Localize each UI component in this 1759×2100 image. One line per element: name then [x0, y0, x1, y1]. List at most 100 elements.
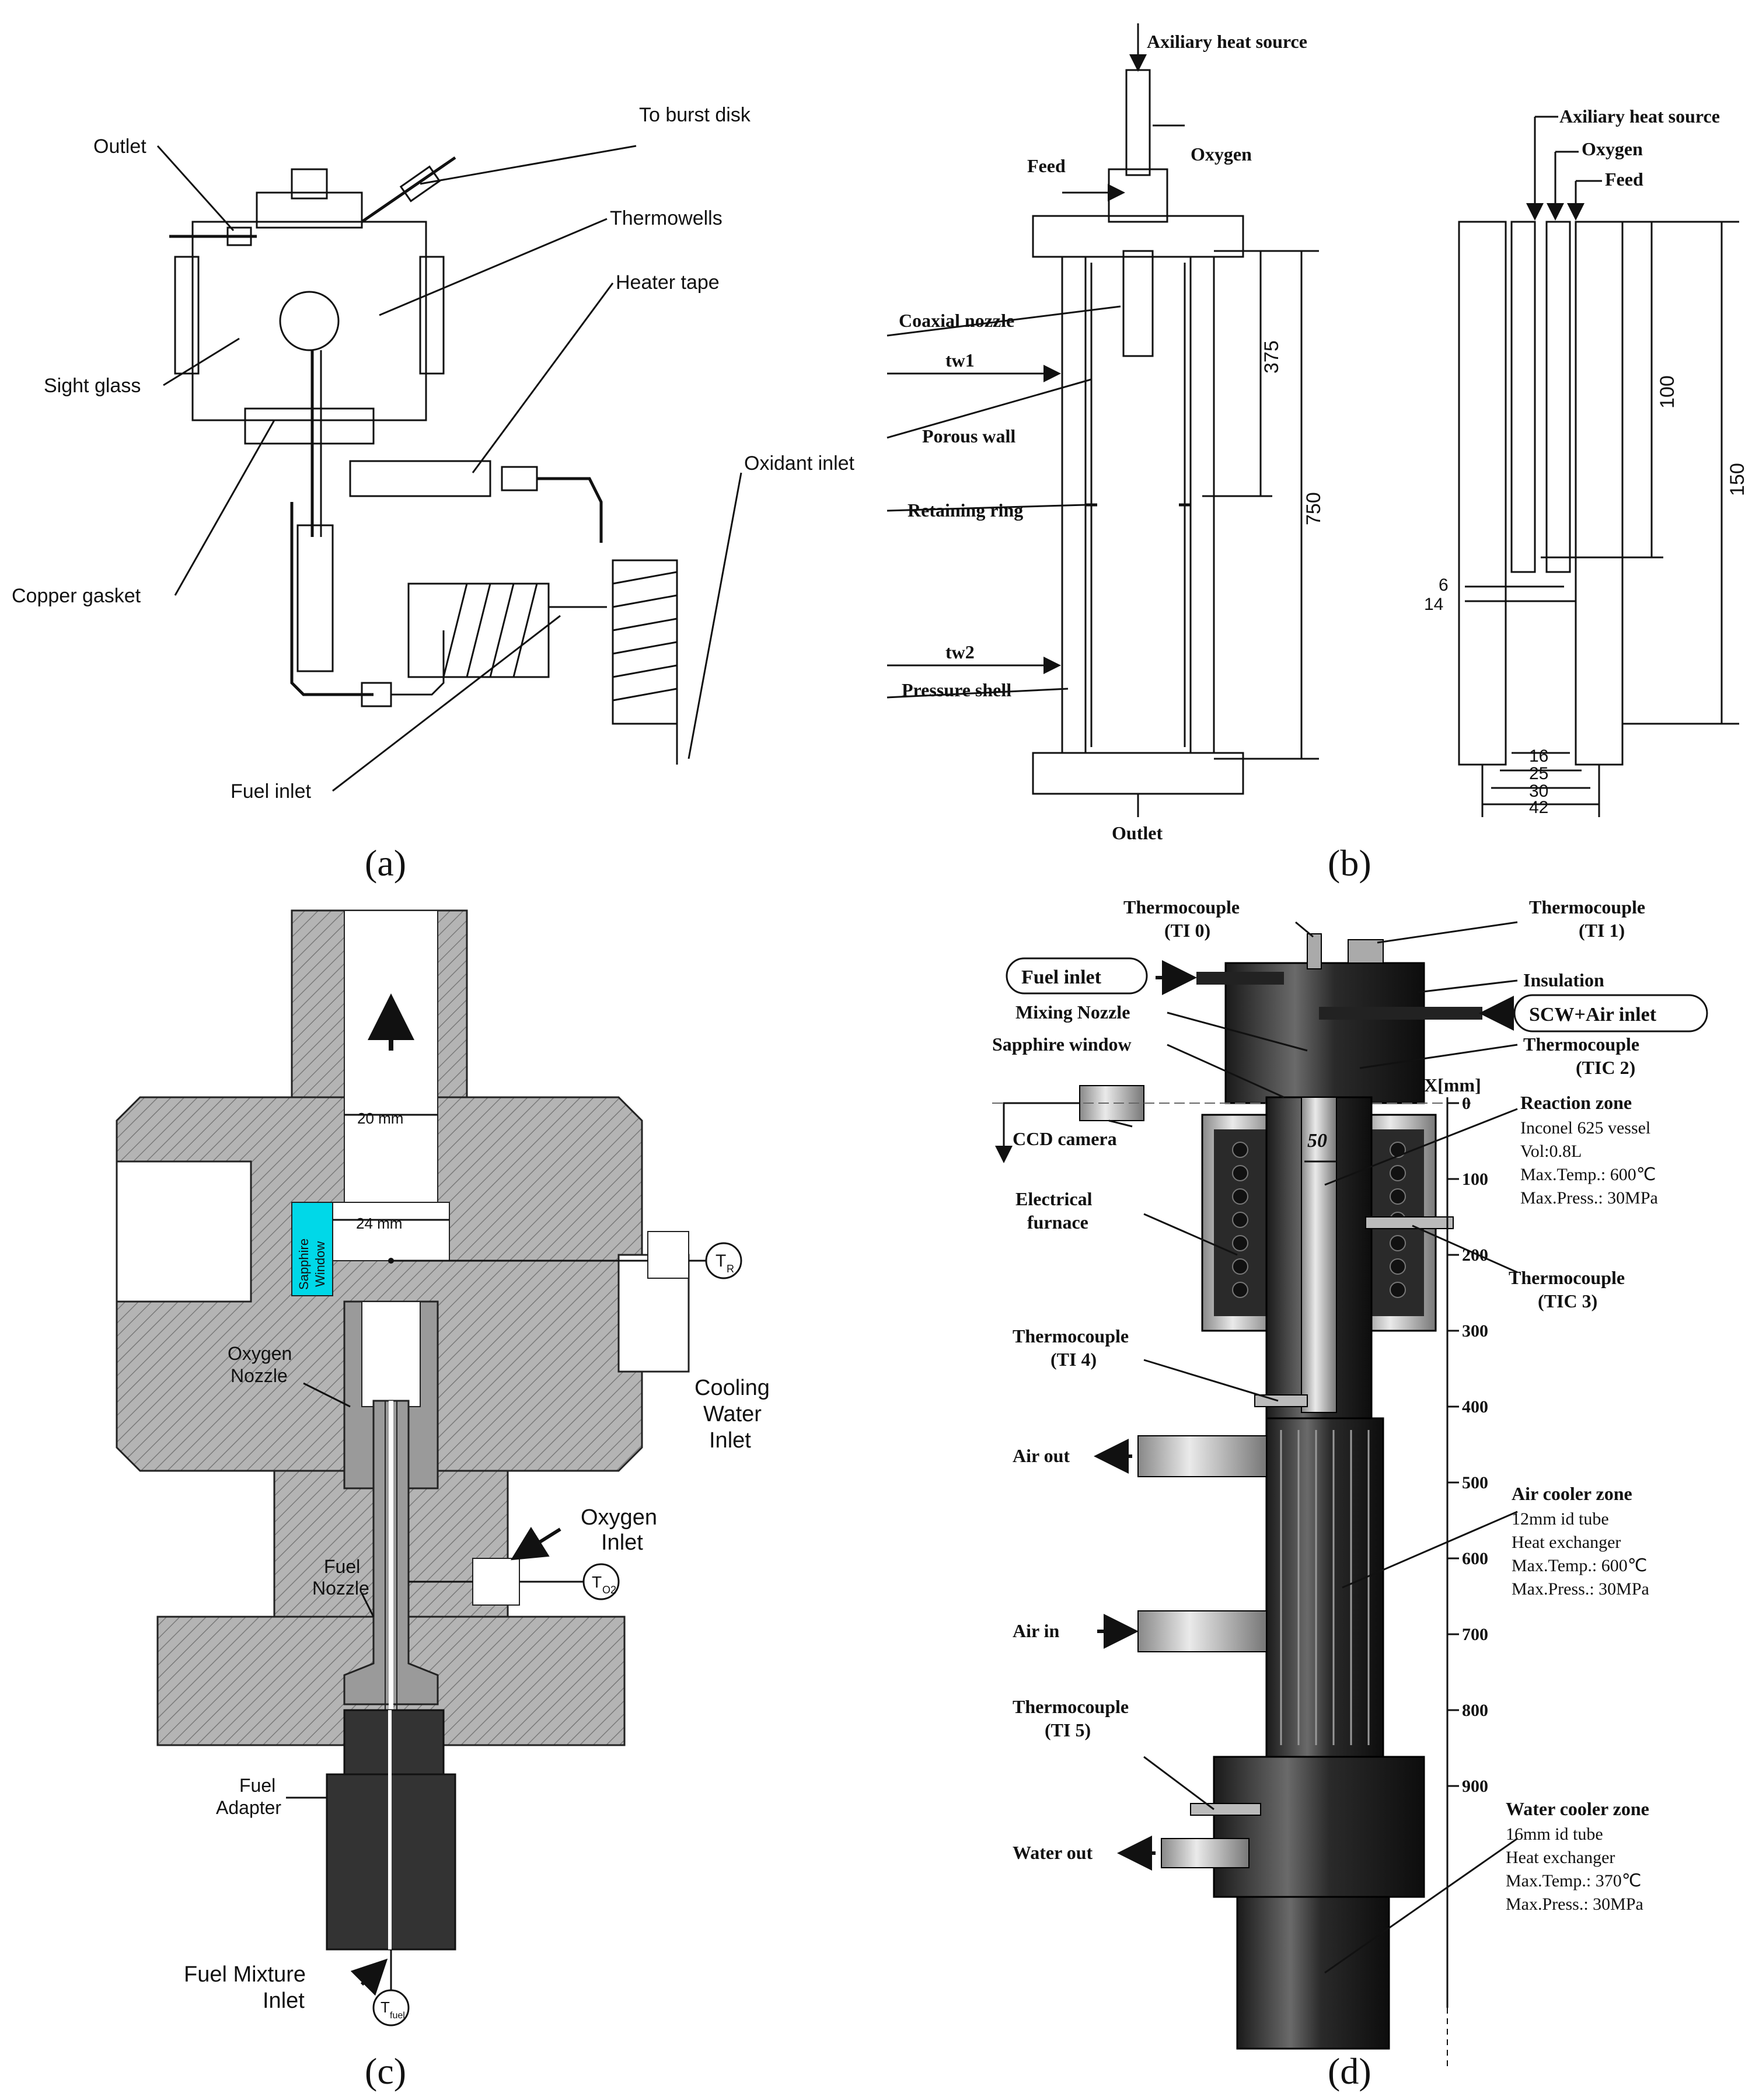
label-sapphire-1: Sapphire — [296, 1239, 311, 1290]
label-aux-right: Axiliary heat source — [1559, 106, 1720, 127]
water-cooler — [1236, 1896, 1390, 2050]
dim-375: 375 — [1261, 340, 1283, 374]
ti1-probe — [1348, 939, 1384, 964]
tic3-probe — [1365, 1216, 1454, 1229]
label-ti4-2: (TI 4) — [1050, 1349, 1097, 1370]
fuel-inlet-pipe — [1196, 972, 1284, 985]
water-out-pipe — [1161, 1838, 1250, 1868]
label-to2: T — [592, 1573, 602, 1591]
label-ti5-1: Thermocouple — [1013, 1696, 1129, 1717]
label-ti5-2: (TI 5) — [1045, 1719, 1091, 1740]
vessel-body — [191, 221, 427, 421]
fuel-coil — [407, 582, 550, 678]
bottom-cap — [244, 407, 375, 445]
dim-30: 30 — [1529, 782, 1548, 801]
top-boss — [1108, 168, 1168, 223]
outlet-fitting — [226, 226, 252, 246]
top-cap — [256, 191, 363, 229]
detail-inner-left — [1510, 221, 1536, 573]
label-sapphire-2: Window — [313, 1241, 327, 1287]
label-air-cooler-temp: Max.Temp.: 600℃ — [1512, 1556, 1647, 1575]
label-mixing-nozzle: Mixing Nozzle — [1015, 1002, 1130, 1023]
scale-ticks — [1447, 1102, 1459, 1787]
label-tc1-1: Thermocouple — [1529, 896, 1645, 918]
dim-16: 16 — [1529, 746, 1548, 766]
caption-c: (c) — [365, 2050, 406, 2092]
label-fuel-adapter-1: Fuel — [239, 1775, 275, 1796]
label-ti4-1: Thermocouple — [1013, 1325, 1129, 1346]
label-retaining-ring: Retaining ring — [908, 500, 1023, 521]
label-feed: Feed — [1027, 155, 1066, 176]
dim-6: 6 — [1439, 575, 1449, 595]
label-ccd-camera: CCD camera — [1013, 1128, 1117, 1149]
dim-42: 42 — [1529, 798, 1548, 817]
label-fuel-inlet-d: Fuel inlet — [1021, 967, 1102, 988]
label-sapphire-window: Sapphire window — [992, 1034, 1132, 1055]
label-oxygen: Oxygen — [1191, 144, 1252, 165]
label-tw1: tw1 — [945, 350, 975, 371]
label-reaction-material: Inconel 625 vessel — [1520, 1118, 1650, 1138]
label-water-out: Water out — [1013, 1842, 1093, 1863]
top-nut — [291, 168, 328, 200]
panel-c: To Exit 20 mm 24 mm Sapphire Window T R … — [116, 909, 770, 2092]
oxygen-arrow — [510, 1526, 561, 1561]
right-bolt — [419, 256, 445, 375]
label-water-cooler-tube: 16mm id tube — [1506, 1825, 1603, 1844]
label-feed-right: Feed — [1605, 169, 1643, 190]
panel-d: 0 100 200 300 400 500 600 700 800 900 Th… — [992, 896, 1708, 2092]
label-tc0-2: (TI 0) — [1164, 920, 1210, 941]
panel-b: 375 750 Axiliary heat source Oxygen Feed… — [887, 23, 1748, 884]
label-tr: T — [716, 1251, 726, 1271]
label-cooling-3: Inlet — [709, 1428, 751, 1453]
coaxial-nozzle — [1122, 250, 1154, 357]
label-oxygen-nozzle-2: Nozzle — [231, 1365, 288, 1386]
sapphire-window — [291, 1202, 333, 1296]
scw-badge — [1513, 994, 1708, 1032]
top-housing — [1224, 962, 1425, 1104]
label-fuel-mixture-1: Fuel Mixture — [184, 1962, 306, 1987]
scale-700: 700 — [1462, 1625, 1488, 1644]
label-reaction-temp: Max.Temp.: 600℃ — [1520, 1165, 1656, 1184]
sight-window — [279, 291, 340, 351]
label-outlet-b: Outlet — [1112, 822, 1163, 843]
fuel-adapter-upper — [343, 1709, 445, 1775]
ti0-probe — [1307, 933, 1322, 969]
scale-600: 600 — [1462, 1549, 1488, 1568]
scale-0: 0 — [1462, 1094, 1471, 1113]
label-fuel-inlet: Fuel inlet — [231, 780, 312, 803]
label-reaction-zone: Reaction zone — [1520, 1092, 1632, 1113]
label-tw2: tw2 — [945, 641, 975, 662]
scale-100: 100 — [1462, 1170, 1488, 1189]
label-tic2-2: (TIC 2) — [1576, 1057, 1635, 1078]
label-fuel-nozzle-2: Nozzle — [312, 1578, 369, 1599]
label-tc0-1: Thermocouple — [1123, 896, 1240, 918]
label-furnace-1: Electrical — [1015, 1188, 1093, 1209]
label-oxidant-inlet: Oxidant inlet — [744, 452, 855, 475]
label-insulation: Insulation — [1523, 969, 1604, 990]
label-air-cooler-hx: Heat exchanger — [1512, 1533, 1621, 1552]
burst-pipe — [361, 156, 456, 224]
label-burst-disk: To burst disk — [639, 104, 751, 126]
label-air-cooler-tube: 12mm id tube — [1512, 1509, 1609, 1529]
label-to2-sub: O2 — [602, 1584, 616, 1596]
label-tc1-2: (TI 1) — [1579, 920, 1625, 941]
bottom-flange — [1032, 752, 1244, 795]
label-air-out: Air out — [1013, 1445, 1070, 1466]
air-in-pipe — [1137, 1610, 1267, 1652]
scale-300: 300 — [1462, 1321, 1488, 1341]
left-bolt — [174, 256, 200, 375]
burst-fitting — [399, 165, 441, 203]
label-water-cooler-zone: Water cooler zone — [1506, 1798, 1649, 1819]
label-fuel-mixture-2: Inlet — [263, 1989, 305, 2013]
dim-14: 14 — [1424, 595, 1443, 614]
label-oxygen-inlet-2: Inlet — [601, 1530, 643, 1555]
oxidant-line — [537, 477, 603, 543]
flow-channel — [344, 910, 438, 1215]
label-pressure-shell: Pressure shell — [902, 679, 1011, 700]
label-outlet: Outlet — [93, 135, 146, 158]
label-tfuel: T — [381, 1998, 390, 2016]
label-thermowells: Thermowells — [610, 207, 723, 229]
label-water-cooler-press: Max.Press.: 30MPa — [1506, 1895, 1643, 1914]
fuel-inlet-badge — [1006, 957, 1148, 995]
reaction-tube — [1301, 1097, 1337, 1413]
